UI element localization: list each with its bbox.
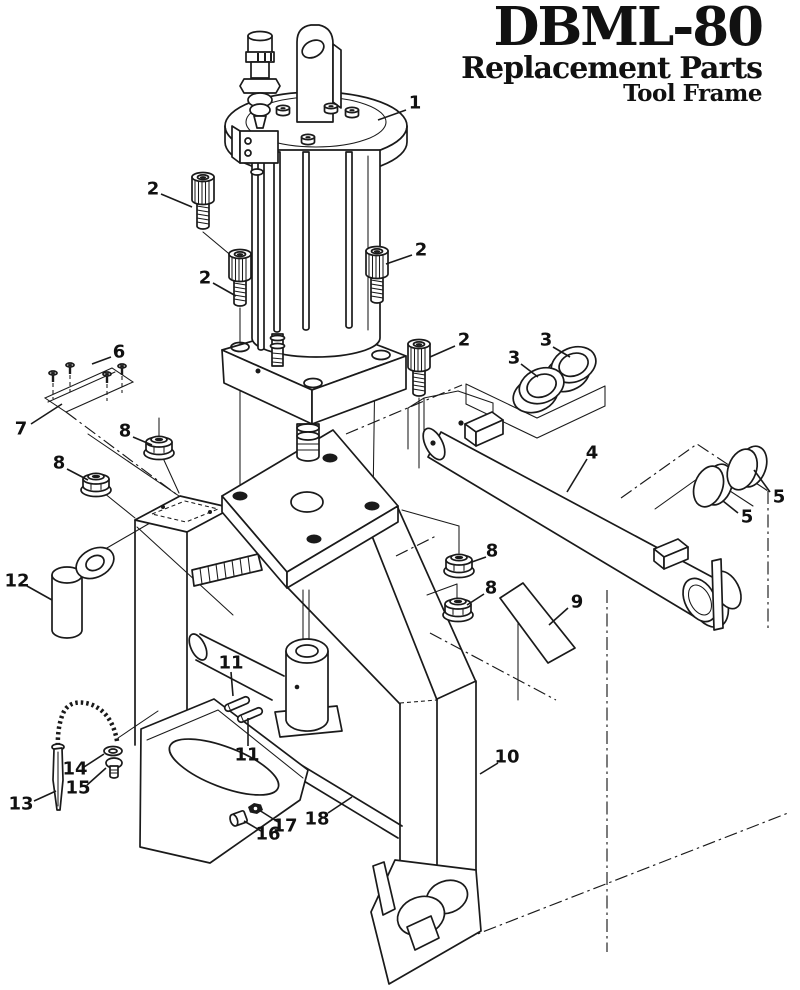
svg-text:11: 11 <box>218 653 243 674</box>
callout-14: 14 <box>62 753 105 780</box>
part-16-plug <box>229 810 248 827</box>
svg-text:13: 13 <box>8 794 33 815</box>
svg-text:2: 2 <box>415 240 428 261</box>
callout-6: 6 <box>91 342 126 365</box>
callout-5: 5 <box>753 469 786 508</box>
title-block: DBML-80 Replacement Parts Tool Frame <box>461 0 764 108</box>
callout-9: 9 <box>548 592 584 626</box>
part-17-nut <box>248 803 263 814</box>
part-15-screw <box>105 757 123 779</box>
phantom-reference-lines <box>65 384 789 952</box>
part-3-rings <box>512 345 597 414</box>
part-10-tool-frame <box>134 429 482 985</box>
svg-text:8: 8 <box>53 453 66 474</box>
doc-subtitle: Replacement Parts <box>461 50 763 86</box>
callout-17: 17 <box>258 809 298 837</box>
callout-8: 8 <box>119 421 153 446</box>
svg-text:10: 10 <box>494 747 519 768</box>
svg-text:6: 6 <box>113 342 126 363</box>
part-13-pin-chain <box>51 700 120 811</box>
svg-text:8: 8 <box>486 541 499 562</box>
doc-section: Tool Frame <box>623 80 762 108</box>
svg-text:12: 12 <box>4 571 29 592</box>
callout-8: 8 <box>468 541 499 564</box>
svg-text:16: 16 <box>255 824 280 845</box>
valve-fitting <box>231 30 281 176</box>
svg-text:9: 9 <box>571 592 584 613</box>
callout-2: 2 <box>429 330 471 358</box>
callout-8: 8 <box>466 578 498 606</box>
callout-1: 1 <box>377 93 422 121</box>
callout-3: 3 <box>540 330 571 358</box>
svg-text:11: 11 <box>234 745 259 766</box>
svg-text:5: 5 <box>741 507 754 528</box>
callout-3: 3 <box>508 348 539 378</box>
callout-11: 11 <box>218 653 244 697</box>
svg-text:4: 4 <box>586 443 599 464</box>
callout-18: 18 <box>304 796 353 830</box>
callout-16: 16 <box>243 820 281 845</box>
callout-2: 2 <box>199 268 237 297</box>
svg-text:17: 17 <box>272 816 297 837</box>
svg-text:2: 2 <box>147 179 160 200</box>
svg-text:3: 3 <box>508 348 521 369</box>
svg-text:15: 15 <box>65 778 90 799</box>
part-9-plate <box>499 582 576 664</box>
callout-7: 7 <box>15 403 63 440</box>
callout-13: 13 <box>8 790 57 815</box>
callout-12: 12 <box>4 571 53 601</box>
callout-2: 2 <box>385 240 428 265</box>
svg-text:18: 18 <box>304 809 329 830</box>
callout-15: 15 <box>65 767 107 799</box>
callout-5: 5 <box>722 500 754 528</box>
callout-10: 10 <box>479 747 520 775</box>
svg-text:8: 8 <box>119 421 132 442</box>
part-1-cylinder-assembly <box>221 24 408 462</box>
svg-text:7: 7 <box>15 419 28 440</box>
svg-text:1: 1 <box>409 93 422 114</box>
svg-text:3: 3 <box>540 330 553 351</box>
part-14-washer <box>103 745 123 757</box>
callout-4: 4 <box>566 443 599 493</box>
svg-text:2: 2 <box>199 268 212 289</box>
part-6-screws <box>47 361 128 401</box>
svg-text:8: 8 <box>485 578 498 599</box>
callout-2: 2 <box>147 179 193 208</box>
part-4-bar <box>422 411 742 631</box>
part-12-link <box>51 546 115 639</box>
callout-11: 11 <box>234 718 260 766</box>
callout-8: 8 <box>53 453 89 481</box>
doc-title: DBML-80 <box>493 0 764 58</box>
part-7-plate <box>43 367 135 413</box>
svg-text:14: 14 <box>62 759 87 780</box>
svg-text:5: 5 <box>773 487 786 508</box>
svg-text:2: 2 <box>458 330 471 351</box>
